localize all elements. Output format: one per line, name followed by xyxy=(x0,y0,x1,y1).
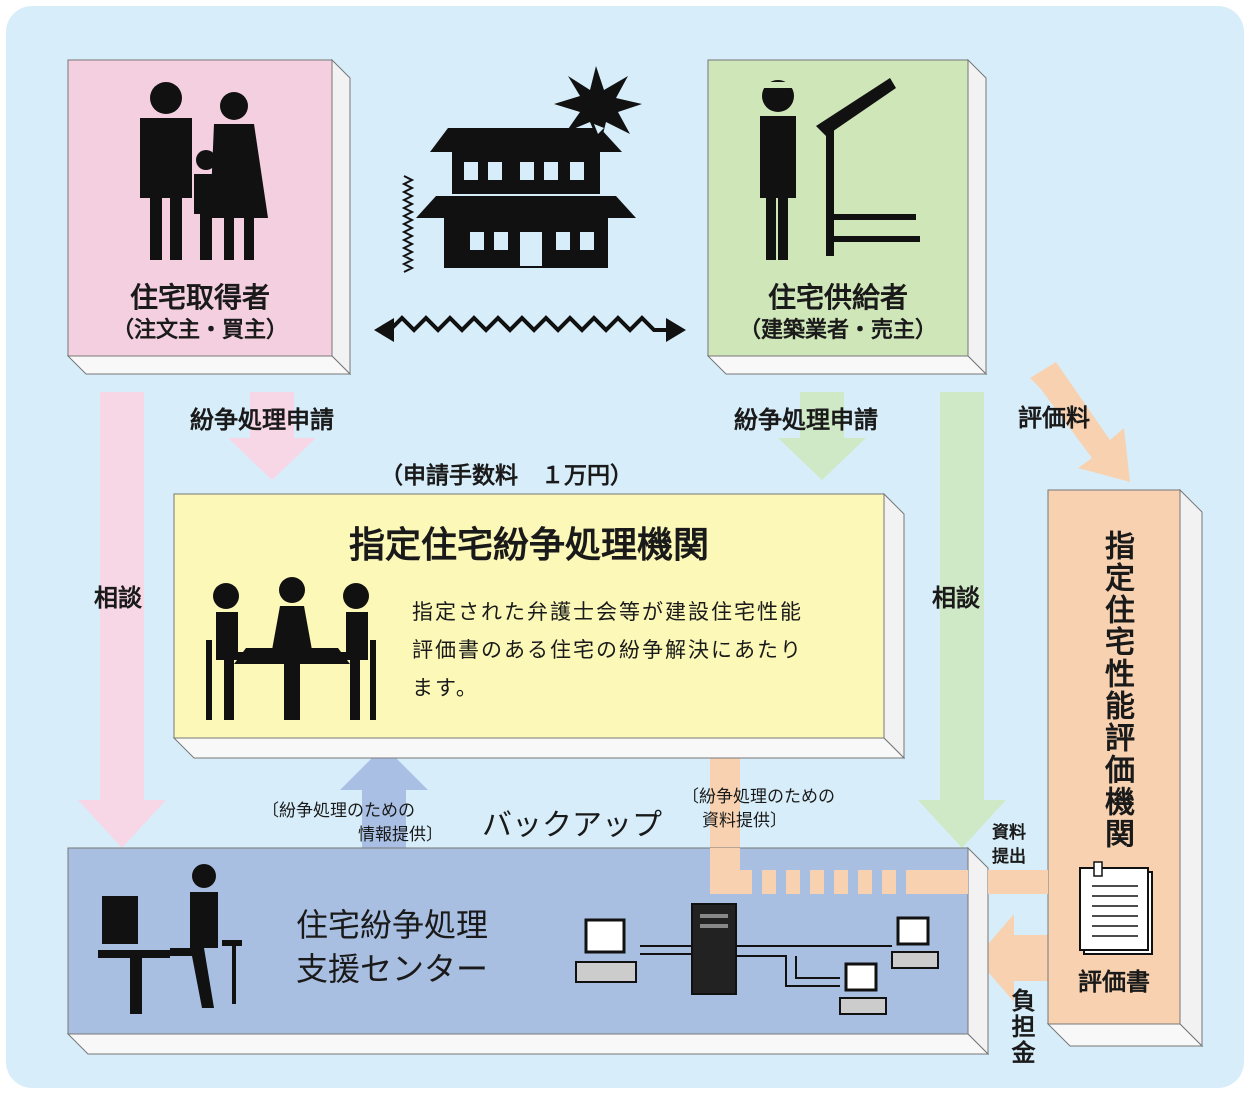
application-label-right: 紛争処理申請 xyxy=(734,406,878,434)
network-cable xyxy=(640,945,892,987)
vibration-icon xyxy=(401,175,415,273)
material-submit-line-1: 資料 xyxy=(992,823,1026,843)
computer-icon-right-bottom xyxy=(839,962,887,1015)
server-icon xyxy=(691,903,737,995)
acquirer-title: 住宅取得者 xyxy=(129,281,270,314)
crack-burst-icon xyxy=(554,66,642,146)
supplier-box xyxy=(706,58,988,376)
dispute-description-line-3: ます。 xyxy=(412,676,479,700)
fee-label: （申請手数料 １万円） xyxy=(380,463,633,489)
info-provision-line-1: 〔紛争処理のための xyxy=(262,801,415,821)
support-center-line-1: 住宅紛争処理 xyxy=(296,906,489,944)
computer-icon-right-top xyxy=(891,916,939,969)
info-provision-line-2: 情報提供〕 xyxy=(358,825,443,845)
consult-arrow-right xyxy=(918,392,1006,848)
builder-icon xyxy=(760,78,920,260)
support-center-line-2: 支援センター xyxy=(296,950,489,988)
backup-label: バックアップ xyxy=(482,808,662,843)
application-arrow-right xyxy=(778,392,866,480)
consult-label-left: 相談 xyxy=(94,584,142,612)
application-arrow-left xyxy=(228,392,316,480)
conflict-arrowhead-right xyxy=(666,318,686,342)
evaluation-fee-label: 評価料 xyxy=(1018,404,1090,432)
dispute-body-title: 指定住宅紛争処理機関 xyxy=(348,525,709,566)
operator-icon xyxy=(98,864,242,1014)
material-provision-line-1: 〔紛争処理のための xyxy=(682,787,835,807)
supplier-title: 住宅供給者 xyxy=(767,281,908,314)
conflict-arrowhead-left xyxy=(374,318,394,342)
acquirer-subtitle: （注文主・買主） xyxy=(111,318,288,343)
evaluation-doc-label: 評価書 xyxy=(1078,968,1150,996)
dispute-description-line-1: 指定された弁護士会等が建設住宅性能 xyxy=(412,600,803,624)
material-provision-line-2: 資料提供〕 xyxy=(702,811,787,831)
conflict-arrow-icon xyxy=(388,315,668,333)
material-dashed-segments xyxy=(710,848,1048,894)
evaluation-fee-arrow xyxy=(1030,362,1130,482)
evaluation-body-title: 指定住宅性能評価機関 xyxy=(1099,530,1134,850)
burden-label: 負担金 xyxy=(1007,988,1035,1066)
family-icon xyxy=(140,82,268,260)
meeting-icon xyxy=(206,577,376,720)
dispute-description-line-2: 評価書のある住宅の紛争解決にあたり xyxy=(412,638,803,662)
computer-icon-left xyxy=(575,918,637,983)
house-icon xyxy=(416,128,636,268)
document-icon xyxy=(1079,861,1153,955)
consult-label-right: 相談 xyxy=(932,584,980,612)
material-submit-line-2: 提出 xyxy=(992,847,1026,867)
application-label-left: 紛争処理申請 xyxy=(190,406,334,434)
backup-arrow xyxy=(340,746,428,848)
network-icon xyxy=(575,903,939,1015)
consult-arrow-left xyxy=(78,392,166,848)
supplier-subtitle: （建築業者・売主） xyxy=(738,318,937,343)
burden-arrow xyxy=(976,914,1054,1002)
